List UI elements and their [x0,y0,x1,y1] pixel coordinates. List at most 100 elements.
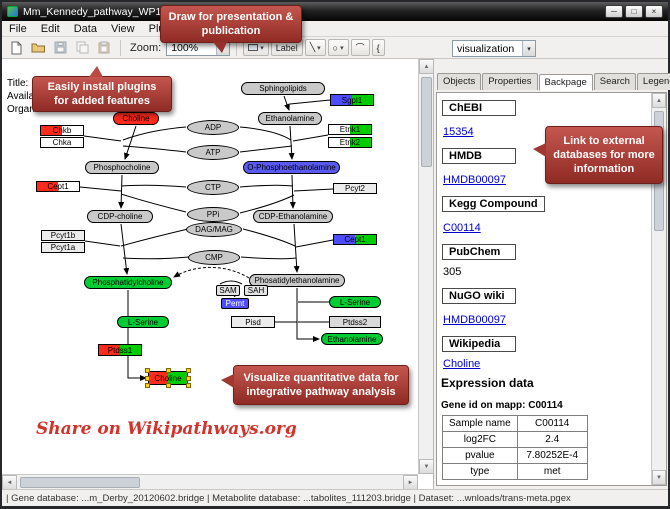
brace-icon: { [376,42,380,53]
tab-search[interactable]: Search [593,73,636,90]
pathway-node[interactable]: Ptdss1 [98,344,142,356]
pathway-node[interactable]: SAH [244,285,268,296]
pathway-node[interactable]: Choline [113,112,159,125]
pathway-node[interactable]: O-Phosphoethanolamine [243,161,340,174]
table-cell: pvalue [442,447,518,464]
pathway-node[interactable]: Ptdss2 [329,316,381,328]
tab-legend[interactable]: Legend [636,73,670,90]
callout-databases: Link to external databases for more info… [533,126,663,184]
pathway-node[interactable]: Sgpl1 [330,94,374,106]
arc-icon: ⌒ [355,43,365,53]
pathway-node[interactable]: Pisd [231,316,275,328]
menu-item-file[interactable]: File [9,22,27,35]
scroll-right-button[interactable]: ► [403,475,418,490]
pathway-node[interactable]: Sphingolipids [241,82,325,95]
scroll-down-button[interactable]: ▼ [419,459,434,474]
maximize-button[interactable]: □ [625,5,643,18]
scrollbar-thumb[interactable] [20,477,140,488]
copy-icon[interactable] [72,39,92,57]
pathway-node[interactable]: Ethanolamine [258,112,322,125]
paste-icon[interactable] [94,39,114,57]
status-text: | Gene database: ...m_Derby_20120602.bri… [6,492,571,504]
menu-item-view[interactable]: View [110,22,135,35]
arc-tool-button[interactable]: ⌒ [350,39,370,56]
pathway-node[interactable]: Cept1 [333,234,377,245]
brace-tool-button[interactable]: { [371,39,385,56]
scroll-down-button[interactable]: ▼ [652,470,666,485]
scroll-up-button[interactable]: ▲ [419,59,434,74]
pathway-node[interactable]: Etnk1 [328,124,372,135]
selection-handle[interactable] [186,383,191,388]
chebi-link[interactable]: 15354 [443,126,474,138]
open-file-icon[interactable] [28,39,48,57]
pathway-node[interactable]: Pemt [221,298,249,309]
pathway-node[interactable]: CDP-choline [87,210,153,223]
pathway-node[interactable]: Chkb [40,125,84,136]
selection-handle[interactable] [145,383,150,388]
selection-handle[interactable] [186,368,191,373]
dropdown-arrow-icon: ▾ [317,44,321,52]
visualization-dropdown-arrow-icon[interactable]: ▾ [522,41,535,56]
menu-item-data[interactable]: Data [73,22,97,35]
selection-handle[interactable] [166,368,171,373]
pathway-node[interactable]: CDP-Ethanolamine [253,210,333,223]
pathway-node[interactable]: Ethanolamine [321,333,383,345]
minimize-button[interactable]: ─ [605,5,623,18]
pathway-node[interactable]: SAM [216,285,240,296]
scroll-left-button[interactable]: ◄ [2,475,17,490]
new-file-icon[interactable] [6,39,26,57]
pathway-node[interactable]: ATP [187,145,239,160]
pathway-node[interactable]: PPi [187,207,239,222]
pathway-node[interactable]: Phosphatidylcholine [84,276,172,289]
pathway-node[interactable]: L-Serine [117,316,169,328]
pathway-node[interactable]: ADP [187,120,239,135]
pathway-node-selected[interactable]: Choline [145,368,191,388]
side-panel-tabs: Objects Properties Backpage Search Legen… [437,73,670,91]
selection-handle[interactable] [166,383,171,388]
save-icon[interactable] [50,39,70,57]
canvas-vertical-scrollbar[interactable]: ▲ ▼ [418,59,434,474]
selection-handle[interactable] [145,376,150,381]
tab-objects[interactable]: Objects [437,73,482,90]
wikipedia-link[interactable]: Choline [443,358,481,370]
pathway-node[interactable]: Phosphocholine [85,161,159,174]
menu-bar: File Edit Data View Plugins Help [2,21,668,37]
datanode-tool-button[interactable]: ▾ [243,39,269,56]
canvas-horizontal-scrollbar[interactable]: ◄ ► [2,474,418,490]
backpage-header-pubchem: PubChem [442,244,516,260]
pathway-node[interactable]: Cept1 [36,181,80,192]
selection-handle[interactable] [145,368,150,373]
tab-properties[interactable]: Properties [482,73,538,90]
line-tool-button[interactable]: ╲ ▾ [304,39,326,56]
pathway-node[interactable]: Etnk2 [328,137,372,148]
table-row: type met [442,463,588,480]
close-button[interactable]: × [645,5,663,18]
table-cell: 2.4 [516,431,588,448]
visualization-combobox[interactable]: visualization ▾ [452,40,536,57]
pathway-node[interactable]: Pcyt1a [41,242,85,253]
callout-visualize: Visualize quantitative data for integrat… [221,365,409,405]
nugo-link[interactable]: HMDB00097 [443,314,506,326]
hmdb-link[interactable]: HMDB00097 [443,174,506,186]
callout-plugins: Easily install plugins for added feature… [32,66,172,112]
menu-item-edit[interactable]: Edit [40,22,60,35]
pathway-node[interactable]: DAG/MAG [186,222,242,237]
pathway-node[interactable]: CMP [188,250,240,265]
table-row: Sample name C00114 [442,415,588,432]
kegg-link[interactable]: C00114 [443,222,481,234]
pathway-node[interactable]: CTP [187,180,239,195]
pathway-node[interactable]: Pcyt1b [41,230,85,241]
pathway-node[interactable]: Chka [40,137,84,148]
pathway-node[interactable]: Phosatidylethanolamine [249,274,345,287]
table-cell: met [516,463,588,480]
shape-tool-button[interactable]: ○ ▾ [327,39,349,56]
pathway-node[interactable]: L-Serine [329,296,381,308]
selection-handle[interactable] [186,376,191,381]
pubchem-value: 305 [443,266,462,278]
scroll-up-button[interactable]: ▲ [652,93,666,108]
backpage-header-wikipedia: Wikipedia [442,336,516,352]
scrollbar-thumb[interactable] [421,77,432,167]
pathway-node[interactable]: Pcyt2 [333,183,377,194]
tab-backpage[interactable]: Backpage [538,74,593,91]
backpage-header-hmdb: HMDB [442,148,516,164]
